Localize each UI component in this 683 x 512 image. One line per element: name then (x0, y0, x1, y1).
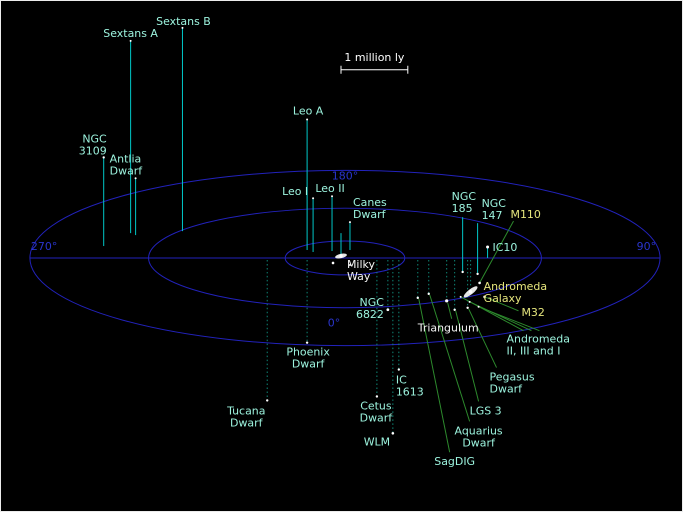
label-sagdig: SagDIG (434, 455, 475, 468)
triangulum-pointer-line (447, 302, 453, 319)
m110-pointer-line (479, 220, 514, 284)
galaxy-dot (306, 118, 309, 121)
label-sextans-b: Sextans B (156, 15, 211, 28)
m32-pointer-line (484, 296, 519, 312)
galaxy-dot (348, 221, 351, 224)
label-leo-ii: Leo II (315, 182, 344, 195)
label-sextans-a: Sextans A (103, 27, 158, 40)
galaxy-dot (445, 299, 449, 303)
label-leo-a: Leo A (293, 105, 324, 118)
galaxy-dot (312, 197, 315, 200)
pegasus-dwarf-pointer-line (468, 308, 497, 368)
angle-label: 180° (332, 169, 358, 182)
galaxy-dot (483, 295, 486, 299)
scale-bar-label: 1 million ly (344, 51, 404, 64)
milky-way-blob-core (339, 254, 343, 258)
galaxy-dot (266, 399, 269, 402)
andromeda-blob-core (468, 290, 473, 294)
galaxy-dot (386, 308, 390, 312)
angle-label: 0° (328, 317, 340, 330)
galaxy-dot (416, 296, 419, 300)
galaxy-dot (305, 341, 309, 344)
galaxy-dot (181, 26, 184, 29)
galaxy-dot (468, 300, 471, 303)
andromeda-i-pointer-line (478, 306, 540, 332)
galaxy-dot (129, 39, 132, 42)
galaxy-dot (486, 245, 490, 249)
galaxy-dot (478, 281, 481, 285)
galaxy-dot (476, 272, 479, 276)
galaxy-dot (348, 263, 351, 266)
galaxy-dot (391, 432, 395, 435)
label-m110: M110 (511, 208, 541, 221)
label-lgs-3: LGS 3 (470, 404, 502, 417)
galaxy-dot (453, 308, 456, 311)
galaxy-dot (461, 270, 464, 274)
label-wlm: WLM (364, 435, 390, 448)
angle-label: 90° (637, 240, 656, 253)
label-m32: M32 (521, 306, 544, 319)
galaxy-dot (397, 368, 401, 371)
lgs-3-pointer-line (455, 310, 480, 402)
galaxy-dot (331, 261, 335, 265)
galaxy-dot (375, 395, 379, 398)
galaxy-dot (459, 295, 462, 298)
galaxy-dot (134, 177, 137, 180)
galaxy-dot (466, 306, 469, 309)
galaxy-dot (477, 305, 480, 308)
galaxy-dot (102, 156, 105, 159)
label-leo-i: Leo I (282, 185, 308, 198)
galaxy-dot (331, 195, 334, 198)
label-triangulum: Triangulum (417, 322, 479, 335)
galaxy-dot (427, 292, 430, 296)
aquarius-dwarf-pointer-line (429, 294, 471, 422)
andromeda-iii-pointer-line (469, 301, 532, 332)
sagdig-pointer-line (418, 298, 451, 453)
angle-label: 270° (31, 240, 57, 253)
label-ic10: IC10 (493, 241, 518, 254)
